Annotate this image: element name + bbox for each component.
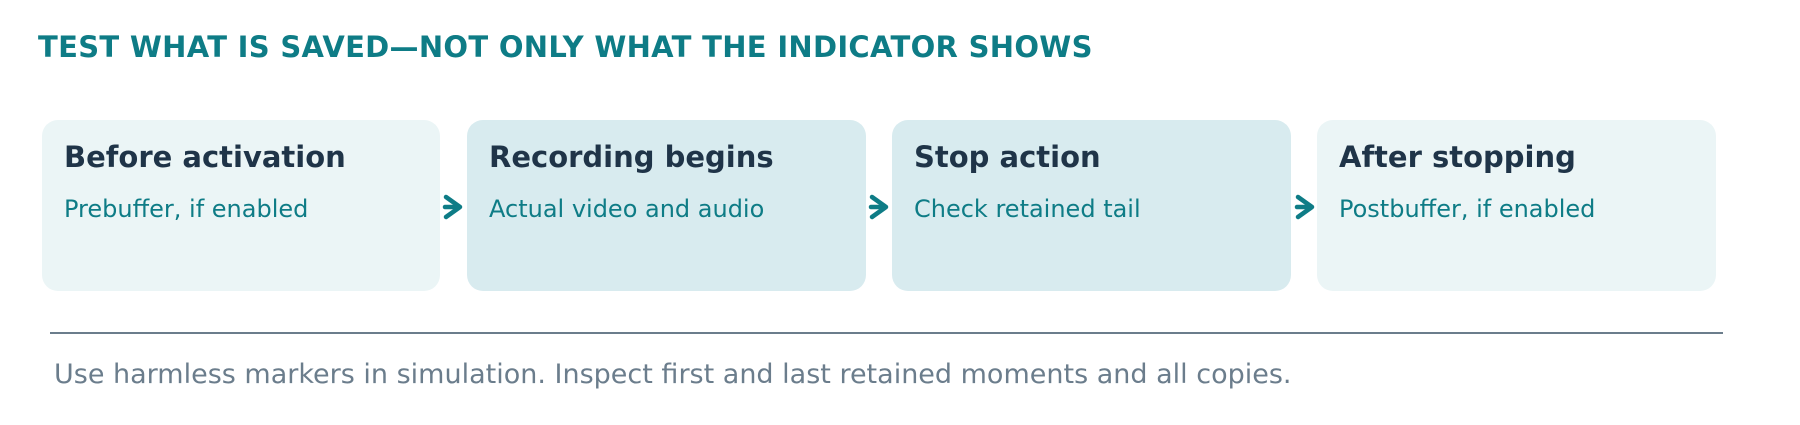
step-title: Recording begins (489, 140, 774, 174)
arrow-right-icon (442, 194, 463, 220)
step-description: Postbuffer, if enabled (1339, 195, 1596, 223)
footer-note: Use harmless markers in simulation. Insp… (54, 359, 1292, 390)
diagram-title: TEST WHAT IS SAVED—NOT ONLY WHAT THE IND… (38, 30, 1093, 64)
arrow-right-icon (868, 194, 889, 220)
step-after-stopping: After stopping Postbuffer, if enabled (1317, 120, 1716, 291)
step-description: Prebuffer, if enabled (64, 195, 309, 223)
divider (50, 332, 1723, 334)
step-description: Check retained tail (914, 195, 1141, 223)
step-recording-begins: Recording begins Actual video and audio (467, 120, 866, 291)
step-description: Actual video and audio (489, 195, 765, 223)
step-before-activation: Before activation Prebuffer, if enabled (42, 120, 440, 291)
step-title: After stopping (1339, 140, 1576, 174)
step-title: Before activation (64, 140, 346, 174)
step-stop-action: Stop action Check retained tail (892, 120, 1291, 291)
arrow-right-icon (1294, 194, 1315, 220)
step-title: Stop action (914, 140, 1101, 174)
